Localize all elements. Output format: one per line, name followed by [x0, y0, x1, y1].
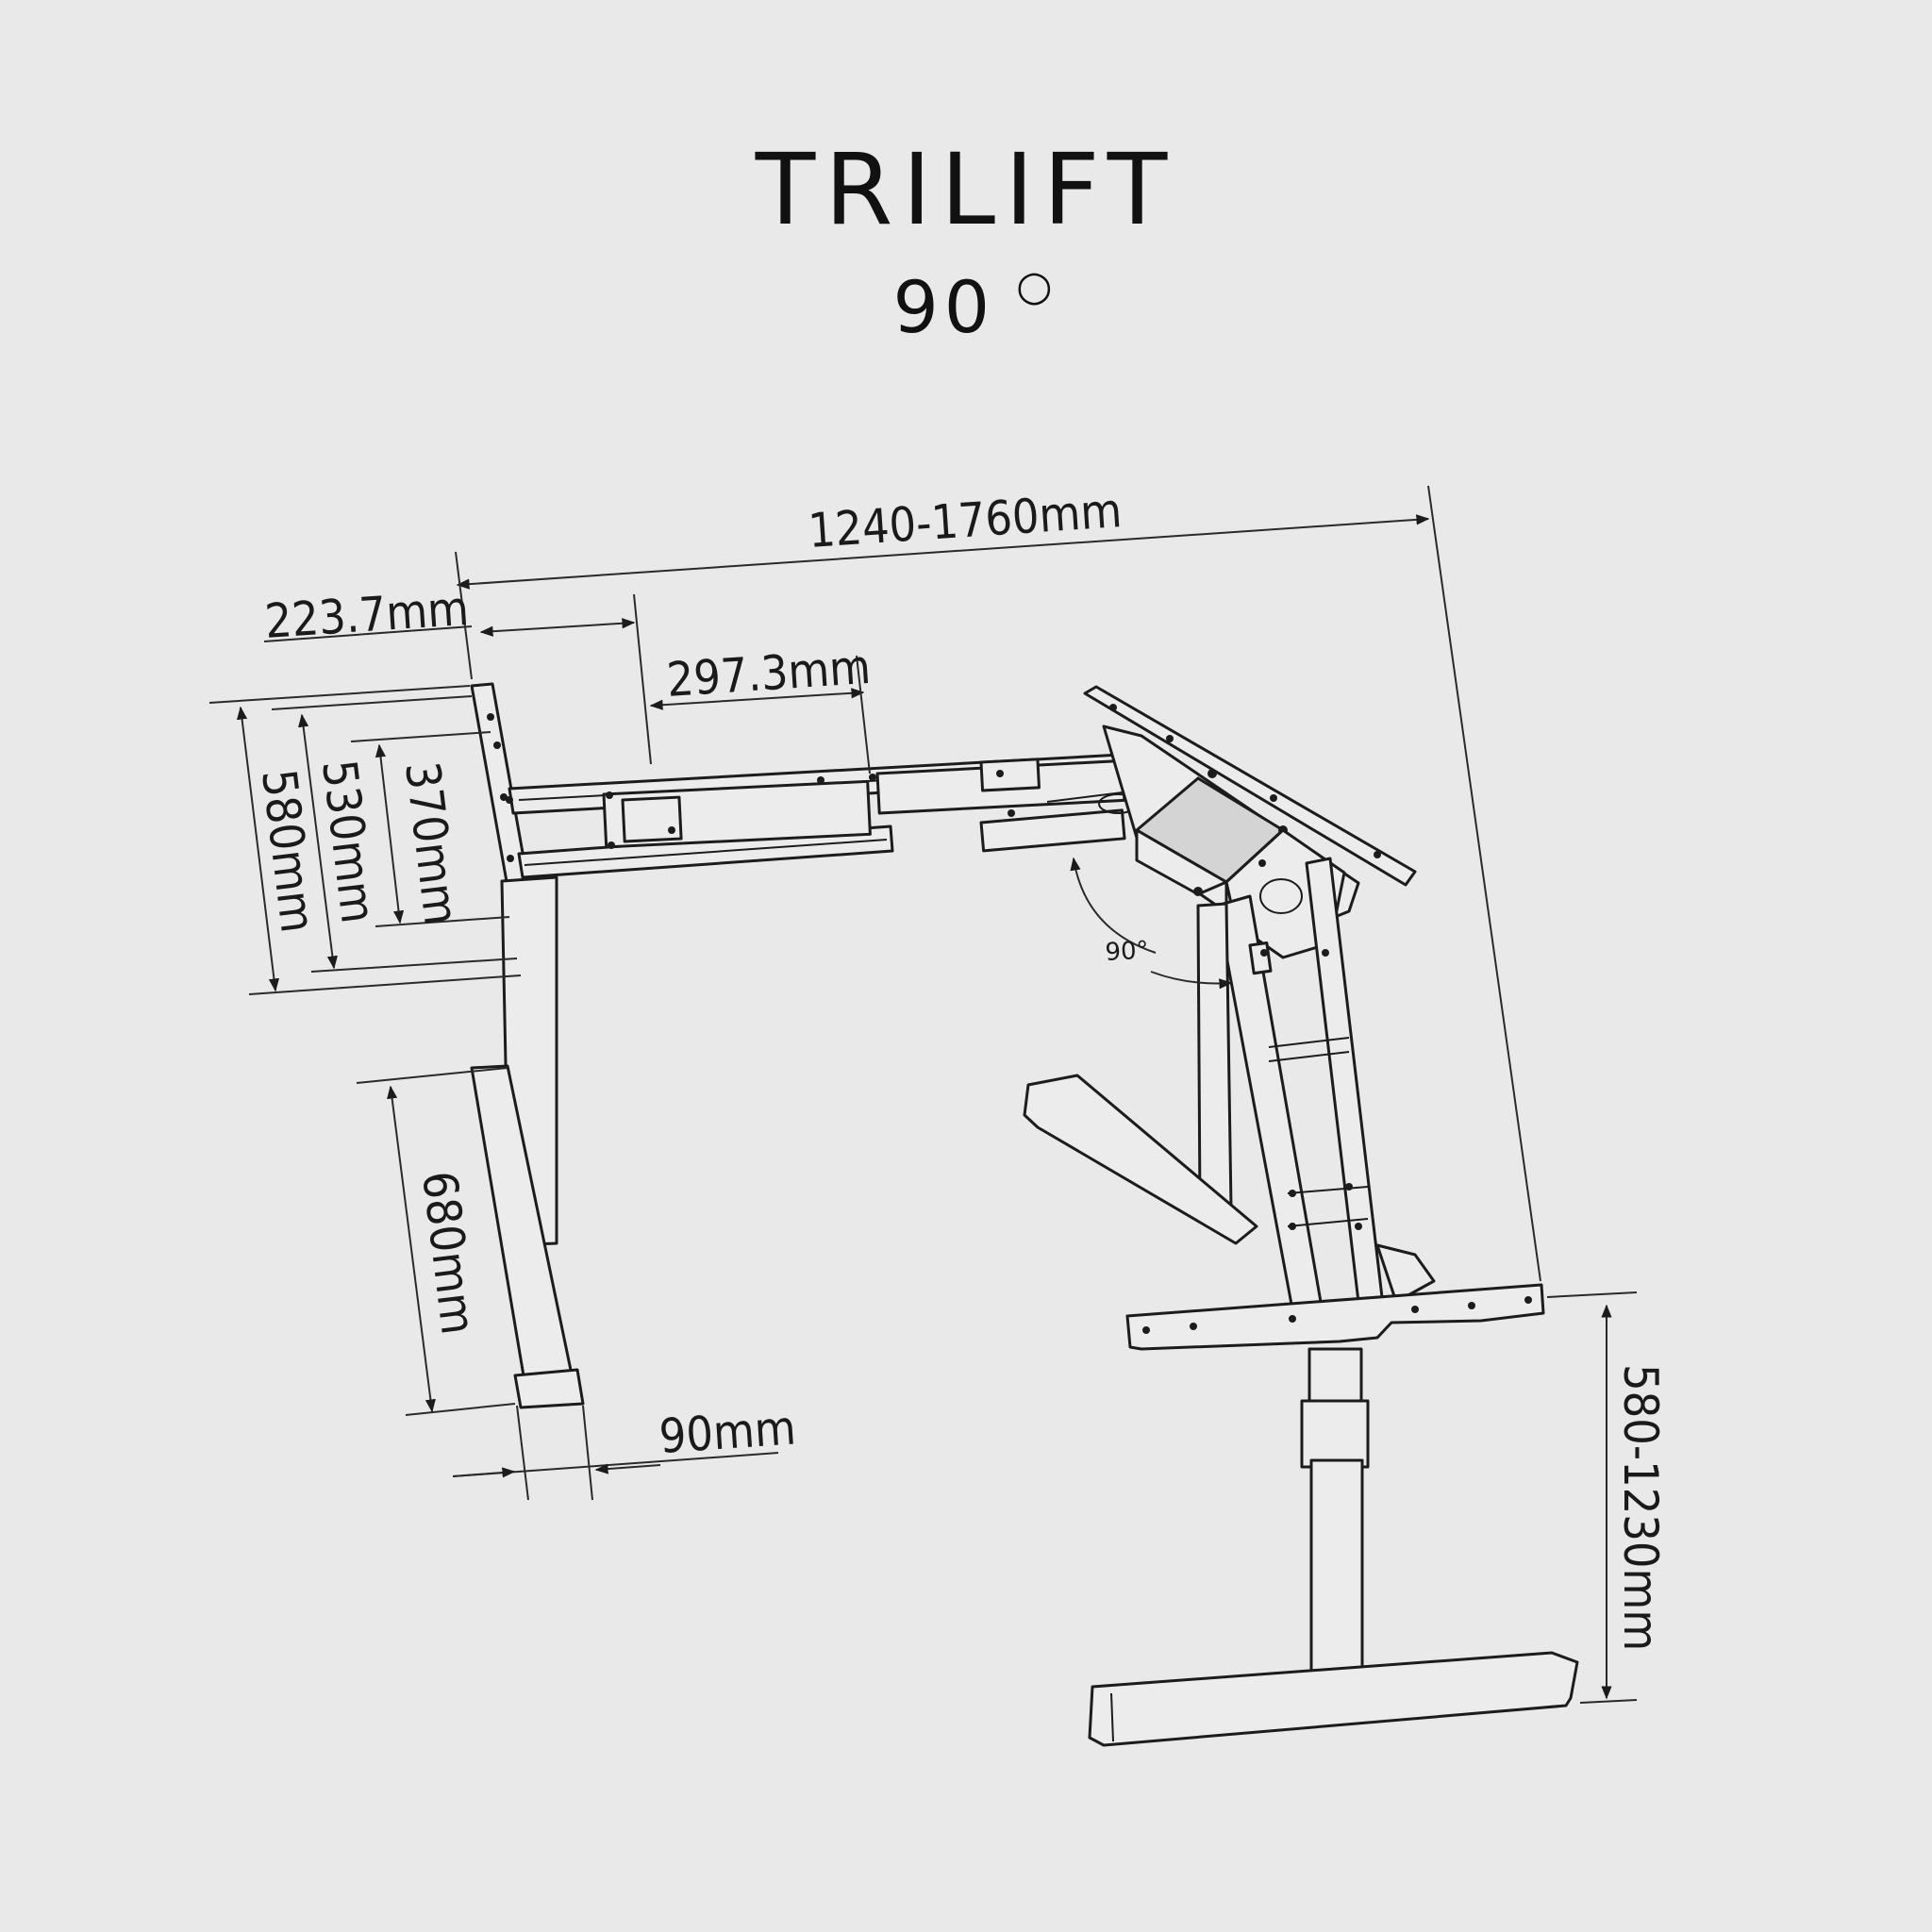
height-range-label: 580-1230mm — [1613, 1364, 1668, 1651]
right-middle-column — [1300, 1399, 1370, 1469]
degree-symbol: ○ — [1016, 262, 1058, 310]
frame-depth-370-label: 370mm — [394, 758, 469, 927]
dimension-lines — [208, 485, 1638, 1704]
left-leg-assembly — [470, 682, 585, 1409]
corner-foot — [1023, 1074, 1258, 1245]
right-foot — [1088, 1651, 1579, 1747]
configuration-angle: 90 ○ — [0, 262, 1932, 349]
corner-angle-label: 90° — [1105, 937, 1150, 967]
frame-depth-580-label: 580mm — [251, 766, 325, 935]
corner-column — [1196, 902, 1233, 1209]
main-cross-beam — [506, 753, 1138, 879]
foot-width-label: 90mm — [658, 1400, 797, 1463]
right-top-plate — [1125, 1283, 1545, 1351]
middle-width-label: 297.3mm — [665, 640, 873, 708]
corner-bracket — [1083, 685, 1417, 959]
right-leg-assembly — [1088, 1283, 1579, 1747]
dimension-labels: 1240-1760mm 223.7mm 297.3mm 580mm 530mm … — [251, 483, 1668, 1651]
right-beam-right-rail — [1305, 857, 1384, 1304]
foot-length-label: 680mm — [411, 1168, 486, 1337]
angle-value: 90 — [892, 265, 996, 349]
side-width-label: 223.7mm — [263, 581, 471, 649]
overall-width-label: 1240-1760mm — [807, 483, 1124, 558]
left-foot — [513, 1368, 585, 1409]
product-title: TRILIFT — [755, 132, 1177, 247]
